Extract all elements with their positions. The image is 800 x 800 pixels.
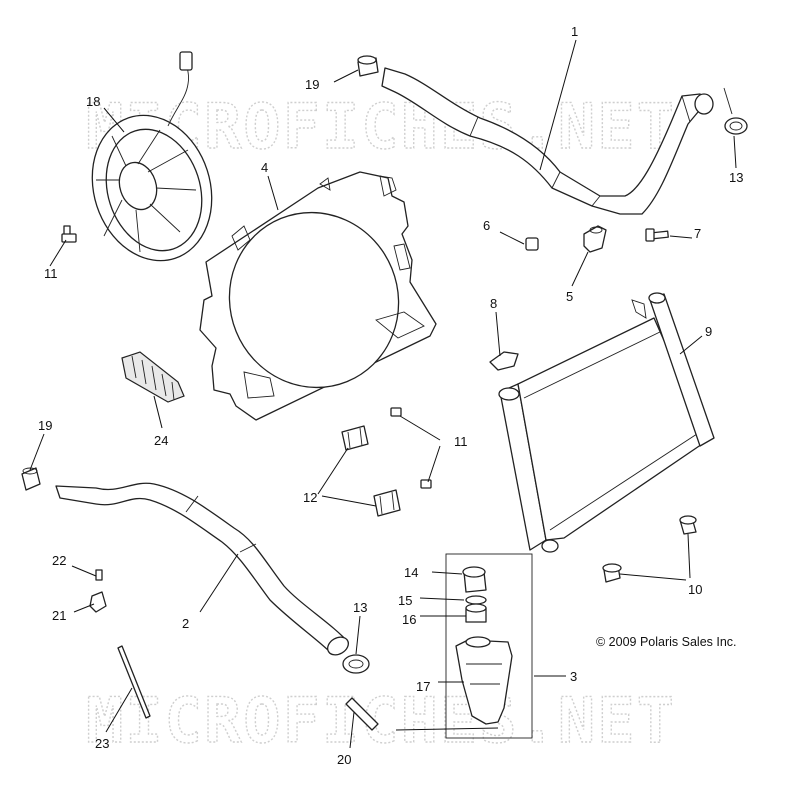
hose-clamp-part-19-left	[21, 467, 41, 491]
hose-clamp-part-13-lower	[342, 654, 370, 674]
mount-brackets-part-12	[341, 425, 401, 517]
callout-24: 24	[154, 433, 168, 448]
callout-11-mid: 11	[454, 434, 468, 449]
grommets-part-10	[602, 515, 697, 583]
watermark-bottom: MICROFICHES.NET	[86, 684, 676, 757]
callout-1: 1	[571, 24, 578, 39]
callout-19-top: 19	[305, 77, 319, 92]
callout-11-left: 11	[44, 266, 58, 281]
callout-8: 8	[490, 296, 497, 311]
reservoir-bottle-part-17	[455, 636, 513, 725]
clip-part-21	[89, 591, 107, 613]
seal-part-15	[465, 595, 487, 605]
upper-hose-part-1	[381, 67, 714, 215]
insert-part-16	[465, 603, 487, 623]
callout-7: 7	[694, 226, 701, 241]
callout-20: 20	[337, 752, 351, 767]
cap-part-14	[462, 566, 487, 593]
rod-part-23	[117, 645, 151, 719]
screws-part-11-mid	[390, 407, 432, 489]
callout-10: 10	[688, 582, 702, 597]
callout-19-left: 19	[38, 418, 52, 433]
lower-hose-part-2	[55, 482, 349, 656]
hose-clamp-part-19-top	[357, 55, 379, 77]
bolt-part-7	[645, 228, 669, 242]
grommet-part-6	[525, 237, 539, 251]
callout-6: 6	[483, 218, 490, 233]
callout-15: 15	[398, 593, 412, 608]
cooling-fan-part-18	[91, 51, 213, 262]
callout-12: 12	[303, 490, 317, 505]
bracket-part-8	[489, 351, 519, 371]
callout-4: 4	[261, 160, 268, 175]
callout-13-lower: 13	[353, 600, 367, 615]
sleeve-part-24	[121, 351, 185, 403]
callout-17: 17	[416, 679, 430, 694]
callout-3: 3	[570, 669, 577, 684]
callout-23: 23	[95, 736, 109, 751]
rubber-mount-part-5	[583, 225, 607, 253]
callout-22: 22	[52, 553, 66, 568]
copyright-notice: © 2009 Polaris Sales Inc.	[596, 635, 737, 649]
bolt-part-11-left	[61, 225, 77, 243]
callout-labels: 1 2 3 4 5 6 7 8 9 10 11 11 12 13 13 14 1…	[38, 24, 743, 767]
callout-13-top: 13	[729, 170, 743, 185]
hose-clamp-part-13-top	[723, 87, 748, 135]
hose-part-20	[345, 697, 379, 731]
callout-2: 2	[182, 616, 189, 631]
callout-21: 21	[52, 608, 66, 623]
fan-shroud-part-4	[199, 171, 437, 421]
radiator-part-9	[498, 292, 715, 553]
callout-18: 18	[86, 94, 100, 109]
reservoir-assembly-part-3	[445, 553, 533, 739]
callout-9: 9	[705, 324, 712, 339]
callout-5: 5	[566, 289, 573, 304]
callout-16: 16	[402, 612, 416, 627]
bolt-part-22	[95, 569, 103, 581]
callout-14: 14	[404, 565, 418, 580]
leader-lines	[29, 39, 737, 749]
